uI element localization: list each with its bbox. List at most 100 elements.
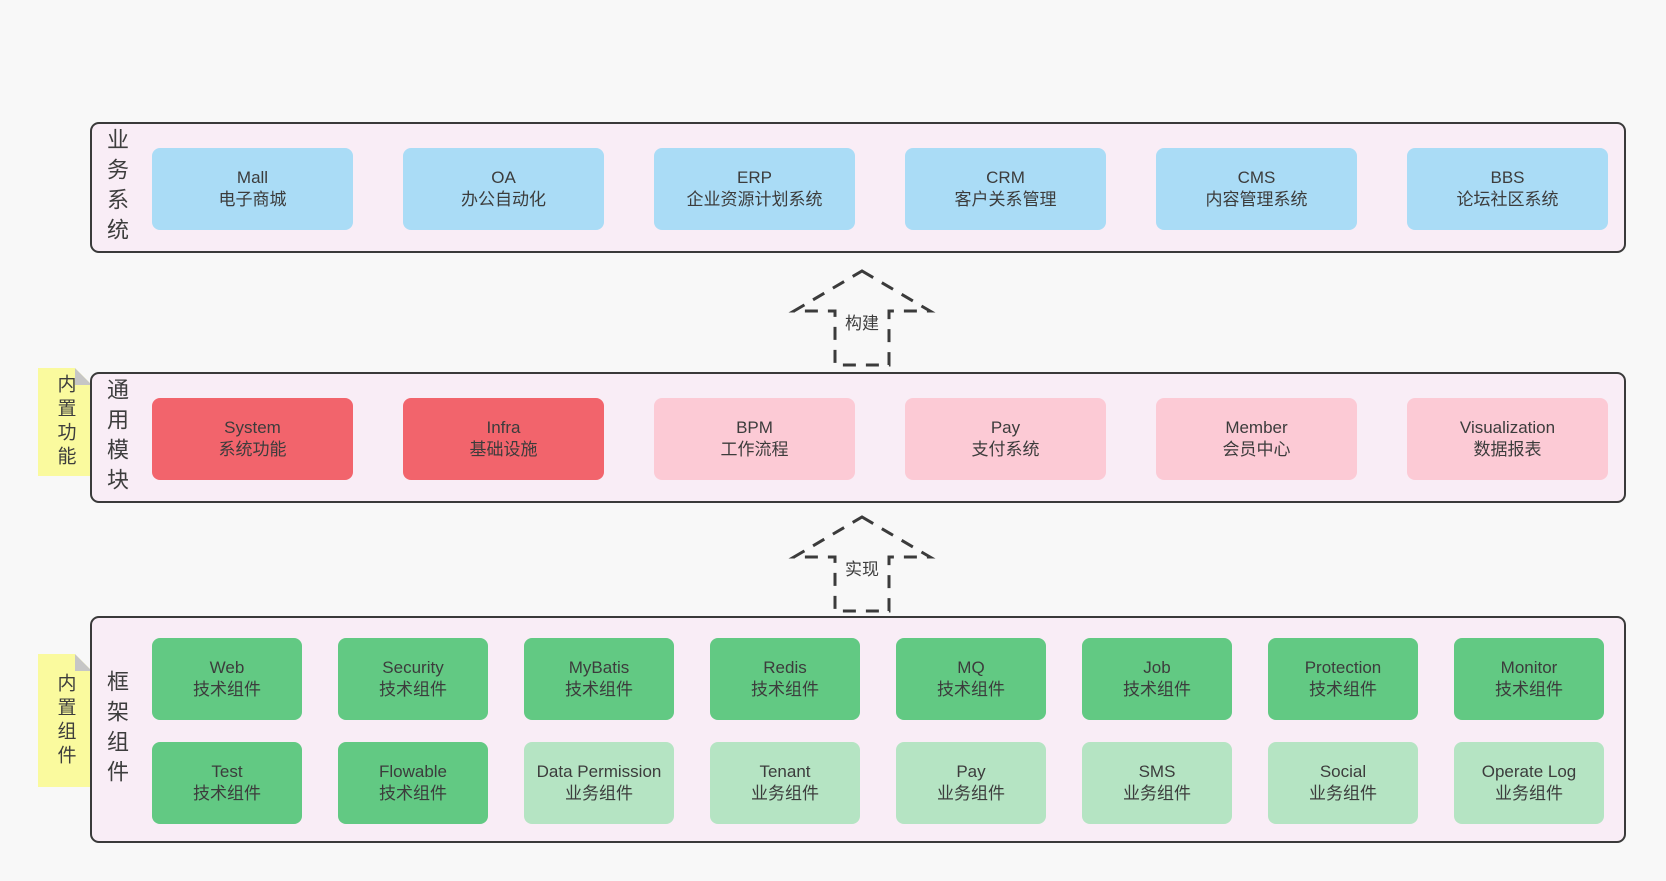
sticky-note-built-in-components: 内置组件 [38,654,92,787]
node-title: Operate Log [1481,761,1577,781]
node-monitor: Monitor 技术组件 [1454,638,1604,720]
node-subtitle: 技术组件 [193,784,261,803]
node-sms: SMS 业务组件 [1082,742,1232,824]
node-test: Test 技术组件 [152,742,302,824]
node-title: Data Permission [536,761,662,781]
node-subtitle: 会员中心 [1222,440,1291,459]
node-title: Pay [956,761,986,781]
layer-common-modules: 通用模块 System 系统功能 Infra 基础设施 BPM 工作流程 Pay 支付系统 Me… [90,372,1626,503]
layer-title: 业务系统 [104,127,129,248]
node-row: System 系统功能 Infra 基础设施 BPM 工作流程 Pay 支付系统 Member 会… [152,398,1608,480]
node-tenant: Tenant 业务组件 [710,742,860,824]
arrow-implement: 实现 [777,514,947,614]
node-subtitle: 数据报表 [1473,440,1542,459]
node-subtitle: 技术组件 [937,680,1005,699]
node-title: Security [382,657,444,677]
node-subtitle: 办公自动化 [461,190,546,209]
node-title: Flowable [378,761,448,781]
node-subtitle: 基础设施 [469,440,538,459]
node-subtitle: 业务组件 [937,784,1005,803]
layer-title: 通用模块 [104,377,129,498]
arrow-label: 构建 [840,308,884,335]
node-subtitle: 内容管理系统 [1205,190,1308,209]
node-bbs: BBS 论坛社区系统 [1407,148,1608,230]
node-title: Infra [486,417,521,437]
node-crm: CRM 客户关系管理 [905,148,1106,230]
node-subtitle: 业务组件 [1495,784,1563,803]
node-visualization: Visualization 数据报表 [1407,398,1608,480]
node-pay: Pay 业务组件 [896,742,1046,824]
node-subtitle: 系统功能 [218,440,287,459]
node-title: Member [1225,417,1288,437]
node-subtitle: 业务组件 [1309,784,1377,803]
node-title: CRM [986,167,1025,187]
node-subtitle: 工作流程 [720,440,789,459]
node-redis: Redis 技术组件 [710,638,860,720]
node-subtitle: 企业资源计划系统 [686,190,823,209]
node-subtitle: 技术组件 [193,680,261,699]
node-subtitle: 支付系统 [971,440,1040,459]
node-title: CMS [1237,167,1276,187]
node-job: Job 技术组件 [1082,638,1232,720]
node-member: Member 会员中心 [1156,398,1357,480]
node-title: System [224,417,281,437]
node-title: ERP [737,167,772,187]
node-mq: MQ 技术组件 [896,638,1046,720]
node-title: MyBatis [568,657,630,677]
node-pay: Pay 支付系统 [905,398,1106,480]
node-subtitle: 电子商城 [218,190,287,209]
node-subtitle: 业务组件 [1123,784,1191,803]
node-title: Monitor [1500,657,1558,677]
node-title: BPM [736,417,773,437]
node-data-permission: Data Permission 业务组件 [524,742,674,824]
sticky-note-label: 内置功能 [54,374,76,470]
node-system: System 系统功能 [152,398,353,480]
node-title: Tenant [759,761,811,781]
arrow-label: 实现 [840,554,884,581]
node-protection: Protection 技术组件 [1268,638,1418,720]
node-erp: ERP 企业资源计划系统 [654,148,855,230]
node-bpm: BPM 工作流程 [654,398,855,480]
node-title: Redis [763,657,807,677]
node-title: Test [211,761,243,781]
node-subtitle: 技术组件 [1495,680,1563,699]
node-title: BBS [1490,167,1525,187]
node-title: Pay [990,417,1021,437]
node-grid: System 系统功能 Infra 基础设施 BPM 工作流程 Pay 支付系统 Member 会… [152,398,1608,480]
node-subtitle: 技术组件 [751,680,819,699]
node-title: MQ [957,657,985,677]
node-subtitle: 客户关系管理 [954,190,1057,209]
node-subtitle: 技术组件 [1309,680,1377,699]
node-subtitle: 业务组件 [565,784,633,803]
node-subtitle: 技术组件 [565,680,633,699]
node-subtitle: 技术组件 [379,680,447,699]
node-infra: Infra 基础设施 [403,398,604,480]
node-subtitle: 论坛社区系统 [1456,190,1559,209]
node-title: Job [1143,657,1171,677]
node-title: Visualization [1459,417,1556,437]
node-operate-log: Operate Log 业务组件 [1454,742,1604,824]
node-subtitle: 业务组件 [751,784,819,803]
node-title: Protection [1304,657,1382,677]
sticky-note-label: 内置组件 [54,672,76,769]
sticky-note-built-in-features: 内置功能 [38,368,92,476]
node-subtitle: 技术组件 [379,784,447,803]
node-security: Security 技术组件 [338,638,488,720]
node-mybatis: MyBatis 技术组件 [524,638,674,720]
node-subtitle: 技术组件 [1123,680,1191,699]
node-title: SMS [1138,761,1176,781]
node-flowable: Flowable 技术组件 [338,742,488,824]
node-cms: CMS 内容管理系统 [1156,148,1357,230]
layer-title: 框架组件 [104,669,129,790]
arrow-build: 构建 [777,268,947,368]
